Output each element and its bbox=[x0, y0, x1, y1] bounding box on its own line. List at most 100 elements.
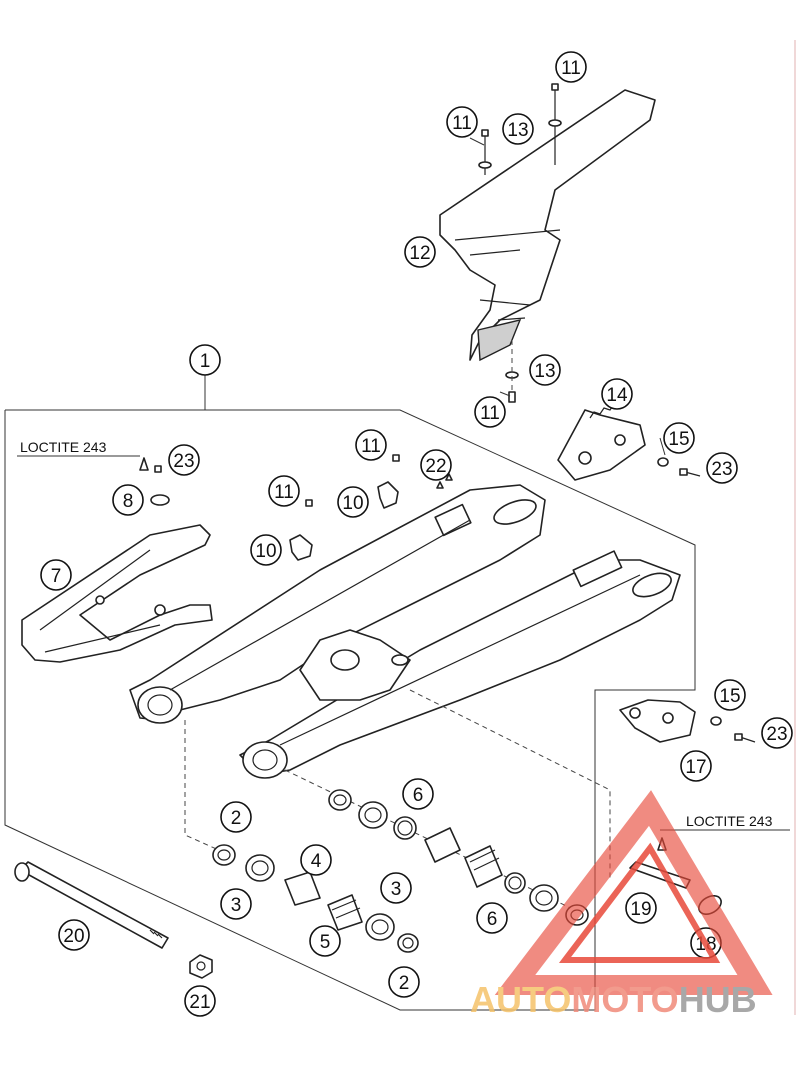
callout-11: 11 bbox=[268, 475, 300, 507]
callout-circle bbox=[309, 925, 341, 957]
callout-number: 5 bbox=[320, 932, 331, 953]
callout-number: 2 bbox=[399, 973, 410, 994]
callout-circle bbox=[502, 113, 534, 145]
callout-circle bbox=[112, 484, 144, 516]
callout-5: 5 bbox=[309, 925, 341, 957]
callout-number: 13 bbox=[507, 120, 528, 141]
chain-slider-guard-17 bbox=[619, 699, 756, 743]
callout-circle bbox=[388, 966, 420, 998]
watermark-auto: AUTO bbox=[470, 979, 571, 1020]
callout-circle bbox=[58, 919, 90, 951]
watermark-triangle bbox=[494, 790, 773, 995]
callout-number: 21 bbox=[189, 992, 210, 1013]
chain-slider-guard-14 bbox=[557, 403, 701, 481]
callout-number: 10 bbox=[255, 541, 276, 562]
callout-21: 21 bbox=[184, 985, 216, 1017]
callout-6: 6 bbox=[402, 778, 434, 810]
callout-circle bbox=[380, 872, 412, 904]
pivot-shaft bbox=[14, 861, 213, 979]
callout-10: 10 bbox=[337, 486, 369, 518]
callout-4: 4 bbox=[300, 844, 332, 876]
callout-circle bbox=[337, 486, 369, 518]
callout-7: 7 bbox=[40, 559, 72, 591]
callout-circle bbox=[529, 354, 561, 386]
callout-20: 20 bbox=[58, 919, 90, 951]
callout-19: 19 bbox=[625, 892, 657, 924]
callout-6: 6 bbox=[476, 902, 508, 934]
callout-15: 15 bbox=[714, 679, 746, 711]
clamps-10 bbox=[289, 454, 453, 561]
callout-circle bbox=[474, 396, 506, 428]
callout-circle bbox=[476, 902, 508, 934]
callout-circle bbox=[250, 534, 282, 566]
callout-leaders bbox=[469, 137, 666, 456]
callout-8: 8 bbox=[112, 484, 144, 516]
callout-circle bbox=[761, 717, 793, 749]
washer-8 bbox=[139, 457, 170, 506]
callout-11: 11 bbox=[555, 51, 587, 83]
callout-11: 11 bbox=[474, 396, 506, 428]
callout-17: 17 bbox=[680, 750, 712, 782]
loctite-label-left: LOCTITE 243 bbox=[20, 439, 107, 455]
callout-circle bbox=[220, 801, 252, 833]
chain-guide-fasteners bbox=[478, 83, 562, 403]
callout-circle bbox=[220, 888, 252, 920]
callout-number: 22 bbox=[425, 456, 446, 477]
loctite-labels: LOCTITE 243 LOCTITE 243 bbox=[17, 439, 790, 831]
callout-number: 23 bbox=[766, 724, 787, 745]
callout-13: 13 bbox=[502, 113, 534, 145]
callout-23: 23 bbox=[761, 717, 793, 749]
callout-circle bbox=[268, 475, 300, 507]
callout-number: 11 bbox=[480, 403, 500, 424]
callout-number: 23 bbox=[173, 451, 194, 472]
callout-number: 19 bbox=[630, 899, 651, 920]
callout-circle bbox=[404, 236, 436, 268]
callout-number: 11 bbox=[452, 113, 472, 134]
callout-number: 3 bbox=[391, 879, 402, 900]
callout-number: 11 bbox=[361, 436, 381, 457]
callout-11: 11 bbox=[355, 429, 387, 461]
callout-number: 23 bbox=[711, 459, 732, 480]
callout-number: 11 bbox=[561, 58, 581, 79]
callout-3: 3 bbox=[220, 888, 252, 920]
watermark-logo: AUTOMOTOHUB bbox=[470, 790, 773, 1020]
callout-number: 4 bbox=[311, 851, 322, 872]
callout-circle bbox=[355, 429, 387, 461]
callout-number: 2 bbox=[231, 808, 242, 829]
callout-circle bbox=[40, 559, 72, 591]
callout-number: 6 bbox=[413, 785, 424, 806]
callout-number: 13 bbox=[534, 361, 555, 382]
bearing-set bbox=[212, 789, 589, 953]
callout-circle bbox=[184, 985, 216, 1017]
callout-number: 15 bbox=[668, 429, 689, 450]
callout-number: 10 bbox=[342, 493, 363, 514]
callouts: 1223345667810101111111111121313141515171… bbox=[40, 51, 793, 1017]
swingarm bbox=[129, 484, 681, 779]
callout-number: 15 bbox=[719, 686, 740, 707]
callout-number: 7 bbox=[51, 566, 62, 587]
callout-circle bbox=[168, 444, 200, 476]
callout-15: 15 bbox=[663, 422, 695, 454]
callout-14: 14 bbox=[601, 378, 633, 410]
callout-number: 14 bbox=[606, 385, 628, 406]
assembly-outline bbox=[4, 375, 696, 1011]
callout-number: 20 bbox=[63, 926, 84, 947]
callout-circle bbox=[663, 422, 695, 454]
callout-circle bbox=[300, 844, 332, 876]
callout-circle bbox=[625, 892, 657, 924]
callout-number: 17 bbox=[685, 757, 706, 778]
callout-number: 11 bbox=[274, 482, 294, 503]
chain-slider-7 bbox=[21, 524, 213, 663]
callout-23: 23 bbox=[706, 452, 738, 484]
callout-circle bbox=[446, 106, 478, 138]
callout-2: 2 bbox=[220, 801, 252, 833]
callout-circle bbox=[189, 344, 221, 376]
callout-circle bbox=[402, 778, 434, 810]
callout-circle bbox=[601, 378, 633, 410]
callout-number: 8 bbox=[123, 491, 134, 512]
callout-12: 12 bbox=[404, 236, 436, 268]
chain-guide bbox=[439, 89, 656, 362]
callout-circle bbox=[555, 51, 587, 83]
callout-circle bbox=[714, 679, 746, 711]
